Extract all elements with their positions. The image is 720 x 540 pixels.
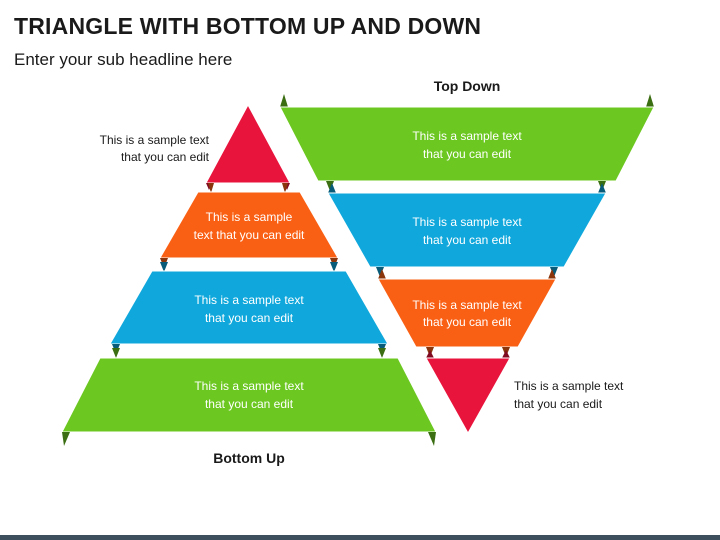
bottom-up-level-3-text-2: that you can edit xyxy=(205,311,294,325)
top-down-side-text-2: that you can edit xyxy=(514,397,603,411)
bottom-up-level-4-text-2: that you can edit xyxy=(205,397,294,411)
fold-tab xyxy=(160,262,168,272)
fold-tab xyxy=(208,183,214,193)
bottom-up-level-2-text-1: This is a sample xyxy=(206,210,293,224)
bottom-up-level-3-text-1: This is a sample text xyxy=(194,293,304,307)
bottom-up-side-text-1: This is a sample text xyxy=(100,133,210,147)
top-down-pyramid: Top Down This is a sample text that you … xyxy=(279,78,655,435)
bottom-up-pyramid: This is a sample text that you can edit … xyxy=(61,103,437,466)
bottom-up-level-3[interactable]: This is a sample text that you can edit xyxy=(109,262,389,354)
top-down-level-1-text-1: This is a sample text xyxy=(412,129,522,143)
bottom-up-level-2[interactable]: This is a sample text that you can edit xyxy=(159,183,339,268)
fold-tab xyxy=(330,262,338,272)
top-down-level-1-shape xyxy=(279,106,655,182)
slide-title: TRIANGLE WITH BOTTOM UP AND DOWN xyxy=(14,13,482,39)
bottom-up-level-4-text-1: This is a sample text xyxy=(194,379,304,393)
fold-tab xyxy=(378,269,386,279)
top-down-level-3-text-2: that you can edit xyxy=(423,315,512,329)
top-down-level-1-text-2: that you can edit xyxy=(423,147,512,161)
fold-tab xyxy=(112,348,120,358)
top-down-level-4-shape xyxy=(425,357,511,435)
bottom-up-level-1[interactable] xyxy=(205,103,291,190)
fold-tab xyxy=(282,183,288,193)
top-down-heading: Top Down xyxy=(434,78,501,94)
bottom-up-level-3-shape xyxy=(109,270,389,345)
footer-bar xyxy=(0,535,720,540)
top-down-side-text-1: This is a sample text xyxy=(514,379,624,393)
top-down-level-3-text-1: This is a sample text xyxy=(412,298,522,312)
top-down-level-3[interactable]: This is a sample text that you can edit xyxy=(377,269,557,357)
slide-subtitle: Enter your sub headline here xyxy=(14,50,233,69)
top-down-level-2-shape xyxy=(327,192,607,268)
fold-tab xyxy=(502,350,510,358)
top-down-level-4[interactable] xyxy=(425,350,511,435)
bottom-up-side-text-2: that you can edit xyxy=(121,150,210,164)
bottom-up-heading: Bottom Up xyxy=(213,450,285,466)
bottom-up-level-2-shape xyxy=(159,191,339,259)
fold-tab xyxy=(646,94,654,107)
bottom-up-level-1-shape xyxy=(205,103,291,184)
fold-tab xyxy=(62,432,70,446)
bottom-up-level-4[interactable]: This is a sample text that you can edit xyxy=(61,348,437,446)
top-down-level-3-shape xyxy=(377,278,557,348)
fold-tab xyxy=(548,269,556,279)
fold-tab xyxy=(280,94,288,107)
fold-tab xyxy=(598,183,606,193)
fold-tab xyxy=(426,350,434,358)
fold-tab xyxy=(328,183,336,193)
fold-tab xyxy=(428,432,436,446)
top-down-level-2-text-1: This is a sample text xyxy=(412,215,522,229)
bottom-up-level-4-shape xyxy=(61,357,437,433)
bottom-up-level-2-text-2: text that you can edit xyxy=(194,228,305,242)
fold-tab xyxy=(378,348,386,358)
top-down-level-1[interactable]: This is a sample text that you can edit xyxy=(279,94,655,191)
top-down-level-2-text-2: that you can edit xyxy=(423,233,512,247)
top-down-level-2[interactable]: This is a sample text that you can edit xyxy=(327,183,607,277)
